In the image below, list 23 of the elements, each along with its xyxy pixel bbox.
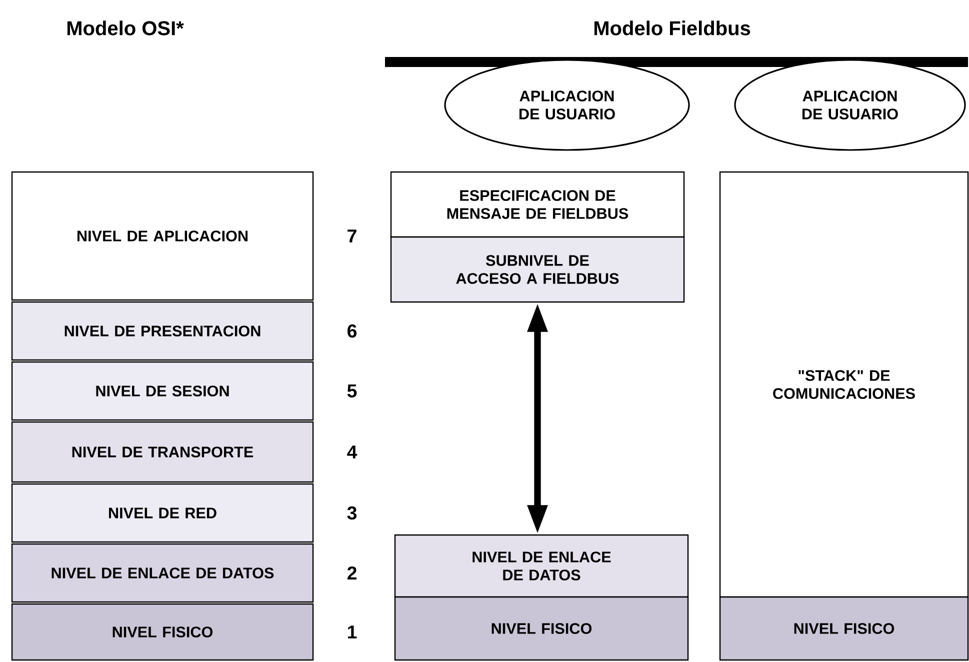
- heading: Modelo OSI*: [67, 20, 184, 36]
- layer-number: 2: [347, 566, 356, 580]
- layer-box: NIVEL FISICO: [719, 596, 969, 661]
- layer-number: 3: [347, 506, 357, 520]
- layer-number: 4: [347, 446, 358, 458]
- layer-number: 5: [347, 384, 357, 398]
- layer-box: NIVEL DE APLICACION: [11, 171, 314, 301]
- layer-number: 6: [348, 324, 357, 338]
- node-label: APLICACION DE USUARIO: [802, 90, 898, 120]
- layer-box: NIVEL DE SESION: [11, 361, 314, 421]
- heading: Modelo Fieldbus: [594, 20, 750, 36]
- layer-box: ESPECIFICACION DE MENSAJE DE FIELDBUS: [390, 171, 685, 238]
- layer-box: NIVEL DE ENLACE DE DATOS: [11, 543, 314, 603]
- layer-box: NIVEL DE TRANSPORTE: [11, 421, 314, 483]
- layer-box: NIVEL FISICO: [394, 596, 689, 661]
- layer-number: 7: [348, 230, 356, 242]
- layer-box: NIVEL FISICO: [11, 603, 314, 661]
- layer-box: SUBNIVEL DE ACCESO A FIELDBUS: [390, 236, 685, 303]
- layer-box: NIVEL DE ENLACE DE DATOS: [394, 534, 689, 598]
- layer-box: NIVEL DE RED: [11, 483, 314, 543]
- layer-box: NIVEL DE PRESENTACION: [11, 301, 314, 361]
- layer-number: 1: [348, 626, 357, 638]
- layer-box: "STACK" DE COMUNICACIONES: [719, 171, 969, 598]
